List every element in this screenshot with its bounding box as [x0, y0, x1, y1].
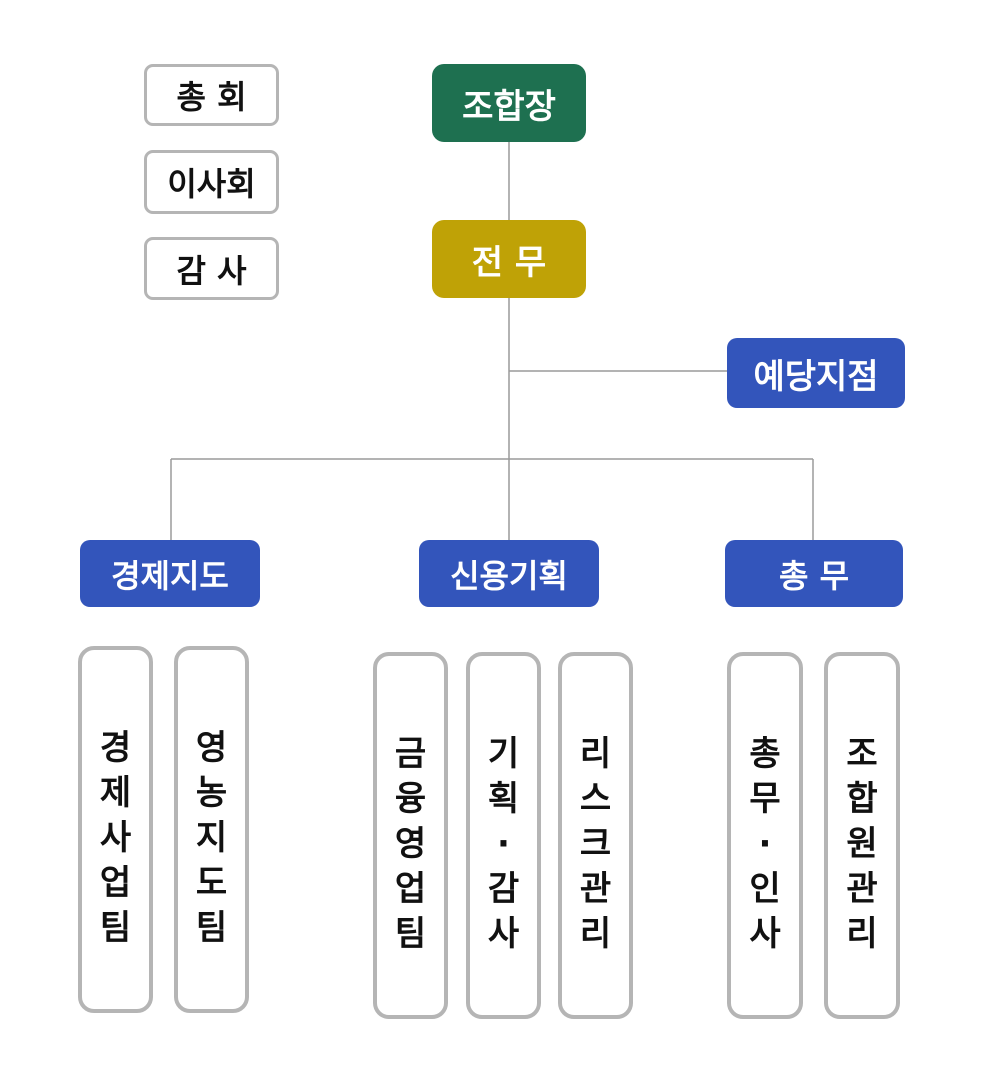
team-char: 업 [99, 863, 132, 903]
department-box-general-affairs: 총 무 [725, 540, 903, 607]
team-char: 도 [195, 863, 228, 903]
team-char: 리 [846, 914, 878, 954]
team-char: 조 [846, 734, 878, 774]
branch-box: 예당지점 [727, 338, 905, 408]
team-char: 스 [579, 779, 612, 819]
team-box-admin-personnel: 총 무 · 인 사 [727, 652, 803, 1019]
general-assembly-box: 총 회 [144, 64, 279, 126]
team-char: 관 [846, 869, 878, 909]
managing-director-box: 전 무 [432, 220, 586, 298]
team-char: 획 [487, 779, 520, 819]
department-box-credit-planning: 신용기획 [419, 540, 599, 607]
team-char: 감 [487, 869, 520, 909]
team-box-risk-management: 리 스 크 관 리 [558, 652, 633, 1019]
team-char: 지 [195, 818, 228, 858]
team-char: 무 [749, 779, 781, 819]
team-char: 경 [99, 728, 132, 768]
team-char: 사 [99, 818, 132, 858]
president-box: 조합장 [432, 64, 586, 142]
board-of-directors-box: 이사회 [144, 150, 279, 214]
team-char: 영 [394, 824, 427, 864]
team-char: 농 [195, 773, 228, 813]
team-box-financial-sales: 금 융 영 업 팀 [373, 652, 448, 1019]
team-char: 팀 [394, 914, 427, 954]
team-char: · [497, 824, 510, 864]
team-char: 제 [99, 773, 132, 813]
team-char: 팀 [195, 908, 228, 948]
team-box-planning-audit: 기 획 · 감 사 [466, 652, 541, 1019]
team-char: 리 [579, 914, 612, 954]
team-char: 총 [749, 734, 781, 774]
team-char: 합 [846, 779, 878, 819]
team-char: · [758, 824, 772, 864]
team-char: 금 [394, 734, 427, 774]
team-box-economic-business: 경 제 사 업 팀 [78, 646, 153, 1013]
team-char: 관 [579, 869, 612, 909]
team-char: 크 [579, 824, 612, 864]
team-char: 사 [749, 914, 781, 954]
team-char: 기 [487, 734, 520, 774]
team-box-farming-guidance: 영 농 지 도 팀 [174, 646, 249, 1013]
team-char: 인 [749, 869, 781, 909]
team-char: 융 [394, 779, 427, 819]
team-char: 업 [394, 869, 427, 909]
team-char: 리 [579, 734, 612, 774]
team-char: 팀 [99, 908, 132, 948]
department-box-economic-guidance: 경제지도 [80, 540, 260, 607]
team-char: 영 [195, 728, 228, 768]
audit-box: 감 사 [144, 237, 279, 300]
team-char: 사 [487, 914, 520, 954]
team-char: 원 [846, 824, 878, 864]
team-box-member-management: 조 합 원 관 리 [824, 652, 900, 1019]
